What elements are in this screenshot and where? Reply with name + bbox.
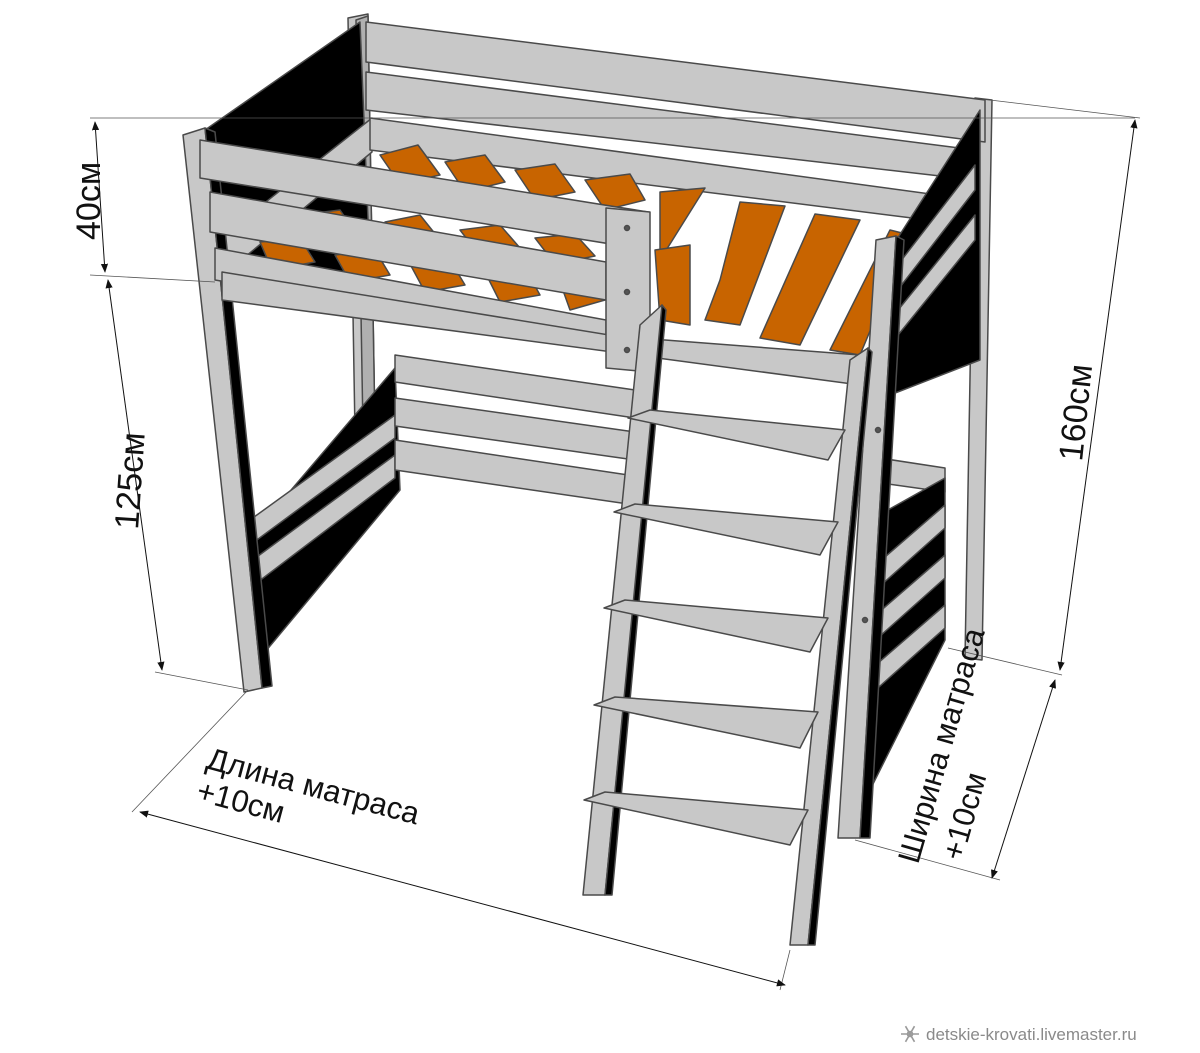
dim-arrow-160 [1057, 119, 1138, 671]
dim-arrow-40 [91, 121, 109, 273]
label-height-bottom: 125см [108, 431, 153, 531]
label-height-total: 160см [1052, 362, 1100, 463]
back-guard-rails [365, 21, 986, 225]
right-end-panel [869, 109, 981, 791]
front-right-post [837, 235, 905, 839]
bed-illustration [182, 13, 993, 946]
watermark-text: detskie-krovati.livemaster.ru [926, 1025, 1137, 1044]
dim-arrow-125 [105, 279, 165, 671]
watermark: detskie-krovati.livemaster.ru [901, 1025, 1137, 1044]
ladder [582, 304, 873, 946]
label-height-top: 40см [70, 162, 108, 240]
back-right-post [964, 97, 993, 661]
dim-arrow-length [139, 810, 786, 987]
dimension-lines [89, 99, 1141, 991]
left-end-panel [204, 21, 401, 671]
snowflake-icon [901, 1025, 919, 1043]
dim-arrow-width [991, 679, 1056, 879]
